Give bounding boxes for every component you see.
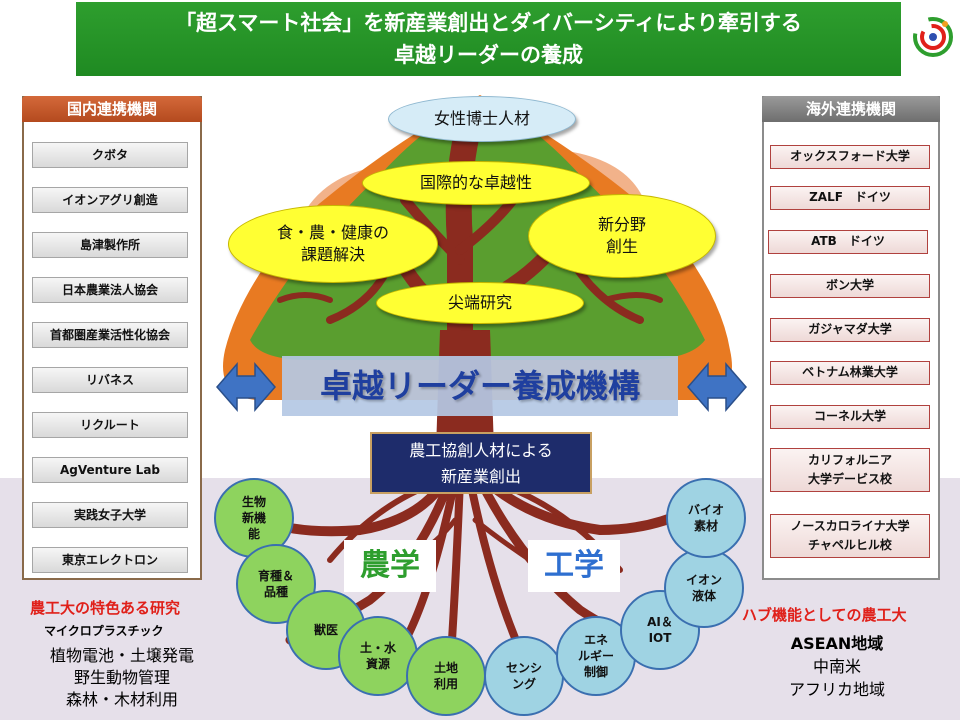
trunk-label-line-1: 農工協創人材による <box>409 441 553 460</box>
agriculture-label: 農学 <box>344 540 436 592</box>
hub-title: ハブ機能としての農工大 <box>742 606 907 624</box>
domestic-partner-item: クボタ <box>32 142 188 168</box>
domestic-partner-item: 島津製作所 <box>32 232 188 258</box>
domestic-partner-item: イオンアグリ創造 <box>32 187 188 213</box>
overseas-partner-item: カリフォルニア 大学デービス校 <box>770 448 930 492</box>
domestic-partner-item: 東京エレクトロン <box>32 547 188 573</box>
overseas-partner-item: ノースカロライナ大学 チャペルヒル校 <box>770 514 930 558</box>
trunk-label-box: 農工協創人材による 新産業創出 <box>370 432 592 494</box>
domestic-partner-item: リバネス <box>32 367 188 393</box>
title-line-2: 卓越リーダーの養成 <box>394 43 583 67</box>
domestic-partner-item: 日本農業法人協会 <box>32 277 188 303</box>
domestic-partner-item: AgVenture Lab <box>32 457 188 483</box>
domestic-partners-header: 国内連携機関 <box>22 96 202 122</box>
ellipse-female-phd: 女性博士人材 <box>388 96 576 142</box>
feature-item: 野生動物管理 <box>73 668 170 687</box>
overseas-partner-item: ベトナム林業大学 <box>770 361 930 385</box>
overseas-partner-item: ボン大学 <box>770 274 930 298</box>
domestic-partners-panel: 国内連携機関 クボタ イオンアグリ創造 島津製作所 日本農業法人協会 首都圏産業… <box>22 96 202 580</box>
feature-item: 植物電池・土壌発電 <box>49 646 194 665</box>
trunk-label-line-2: 新産業創出 <box>440 467 521 486</box>
page-title: 「超スマート社会」を新産業創出とダイバーシティにより牽引する 卓越リーダーの養成 <box>76 2 901 76</box>
root-circle-bio-material: バイオ 素材 <box>666 478 746 558</box>
root-circle-soil-water: 土・水 資源 <box>338 616 418 696</box>
ellipse-food-agri-health: 食・農・健康の 課題解決 <box>228 205 438 283</box>
domestic-partner-item: リクルート <box>32 412 188 438</box>
feature-item: マイクロプラスチック <box>44 624 164 638</box>
center-label: 卓越リーダー養成機構 <box>319 367 640 405</box>
left-double-arrow <box>216 361 276 413</box>
ellipse-cutting-edge-research: 尖端研究 <box>376 282 584 324</box>
right-double-arrow <box>687 361 747 413</box>
root-circle-ai-iot: AI＆ IOT <box>620 590 700 670</box>
title-line-1: 「超スマート社会」を新産業創出とダイバーシティにより牽引する <box>175 11 802 35</box>
engineering-label: 工学 <box>528 540 620 592</box>
features-title: 農工大の特色ある研究 <box>30 599 181 617</box>
domestic-partner-item: 首都圏産業活性化協会 <box>32 322 188 348</box>
root-circle-land-use: 土地 利用 <box>406 636 486 716</box>
overseas-partner-item: オックスフォード大学 <box>770 145 930 169</box>
university-logo <box>912 16 954 58</box>
overseas-partners-panel: 海外連携機関 オックスフォード大学 ZALF ドイツ ATB ドイツ ボン大学 … <box>762 96 940 580</box>
root-circle-ion-liquid: イオン 液体 <box>664 548 744 628</box>
root-circle-sensing: センシ ング <box>484 636 564 716</box>
overseas-partners-header: 海外連携機関 <box>762 96 940 122</box>
hub-item: アフリカ地域 <box>788 680 885 699</box>
overseas-partner-item: ATB ドイツ <box>768 230 928 254</box>
domestic-partner-item: 実践女子大学 <box>32 502 188 528</box>
ellipse-new-field-creation: 新分野 創生 <box>528 194 716 278</box>
feature-item: 森林・木材利用 <box>65 690 178 709</box>
hub-item: 中南米 <box>812 657 861 676</box>
overseas-partner-item: コーネル大学 <box>770 405 930 429</box>
hub-item: ASEAN地域 <box>790 634 884 653</box>
ellipse-global-excellence: 国際的な卓越性 <box>362 161 590 205</box>
overseas-partner-item: ZALF ドイツ <box>770 186 930 210</box>
overseas-partner-item: ガジャマダ大学 <box>770 318 930 342</box>
center-band <box>282 356 678 416</box>
